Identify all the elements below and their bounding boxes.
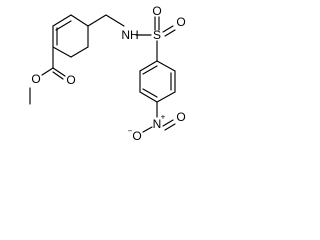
bond-ring-b — [70, 14, 89, 27]
bond-ar-f — [139, 60, 158, 72]
bond-n-o-single — [142, 126, 153, 133]
bond-s-o-right — [162, 25, 174, 33]
bond-c-o-double-2 — [52, 71, 64, 80]
bond-s-o-right-2 — [164, 29, 176, 37]
atom-nitro-n: N — [153, 117, 162, 131]
charge-nitro-o-single: − — [128, 127, 133, 136]
bond-ar-d-inner — [142, 88, 158, 98]
atom-ester-o-methyl: O — [31, 72, 40, 86]
bond-ch2-nh — [105, 14, 125, 27]
bond-ar-d — [139, 91, 158, 103]
structure-diagram: O O NH S O O N + O − O — [29, 4, 186, 143]
bond-ring-ch2 — [87, 14, 107, 27]
bond-ar-f-inner — [142, 65, 158, 75]
bond-ring-a — [52, 14, 72, 27]
bond-ring-a-inner — [55, 20, 72, 31]
atom-sulfonyl-o-left: O — [152, 4, 161, 18]
atom-ester-o-carbonyl: O — [66, 73, 75, 87]
charge-nitro-n: + — [161, 113, 166, 122]
bond-ar-a — [156, 60, 176, 72]
bond-ar-c — [156, 91, 176, 103]
bonds — [29, 14, 176, 133]
atom-labels: O O NH S O O N + O − O — [31, 4, 185, 143]
atom-sulfonyl-o-right: O — [176, 15, 185, 29]
atom-sulfur: S — [153, 28, 161, 42]
bond-c-o-single — [41, 67, 54, 76]
atom-amine: NH — [121, 28, 138, 42]
bond-c-o-double — [52, 67, 66, 77]
atom-nitro-o-double: O — [176, 110, 185, 124]
bond-n-o-double-2 — [164, 123, 176, 131]
bond-ring-e — [52, 46, 72, 58]
atom-nitro-o-single: O — [132, 129, 141, 143]
bond-ring-d — [70, 46, 89, 58]
bond-n-o-double — [162, 119, 174, 127]
